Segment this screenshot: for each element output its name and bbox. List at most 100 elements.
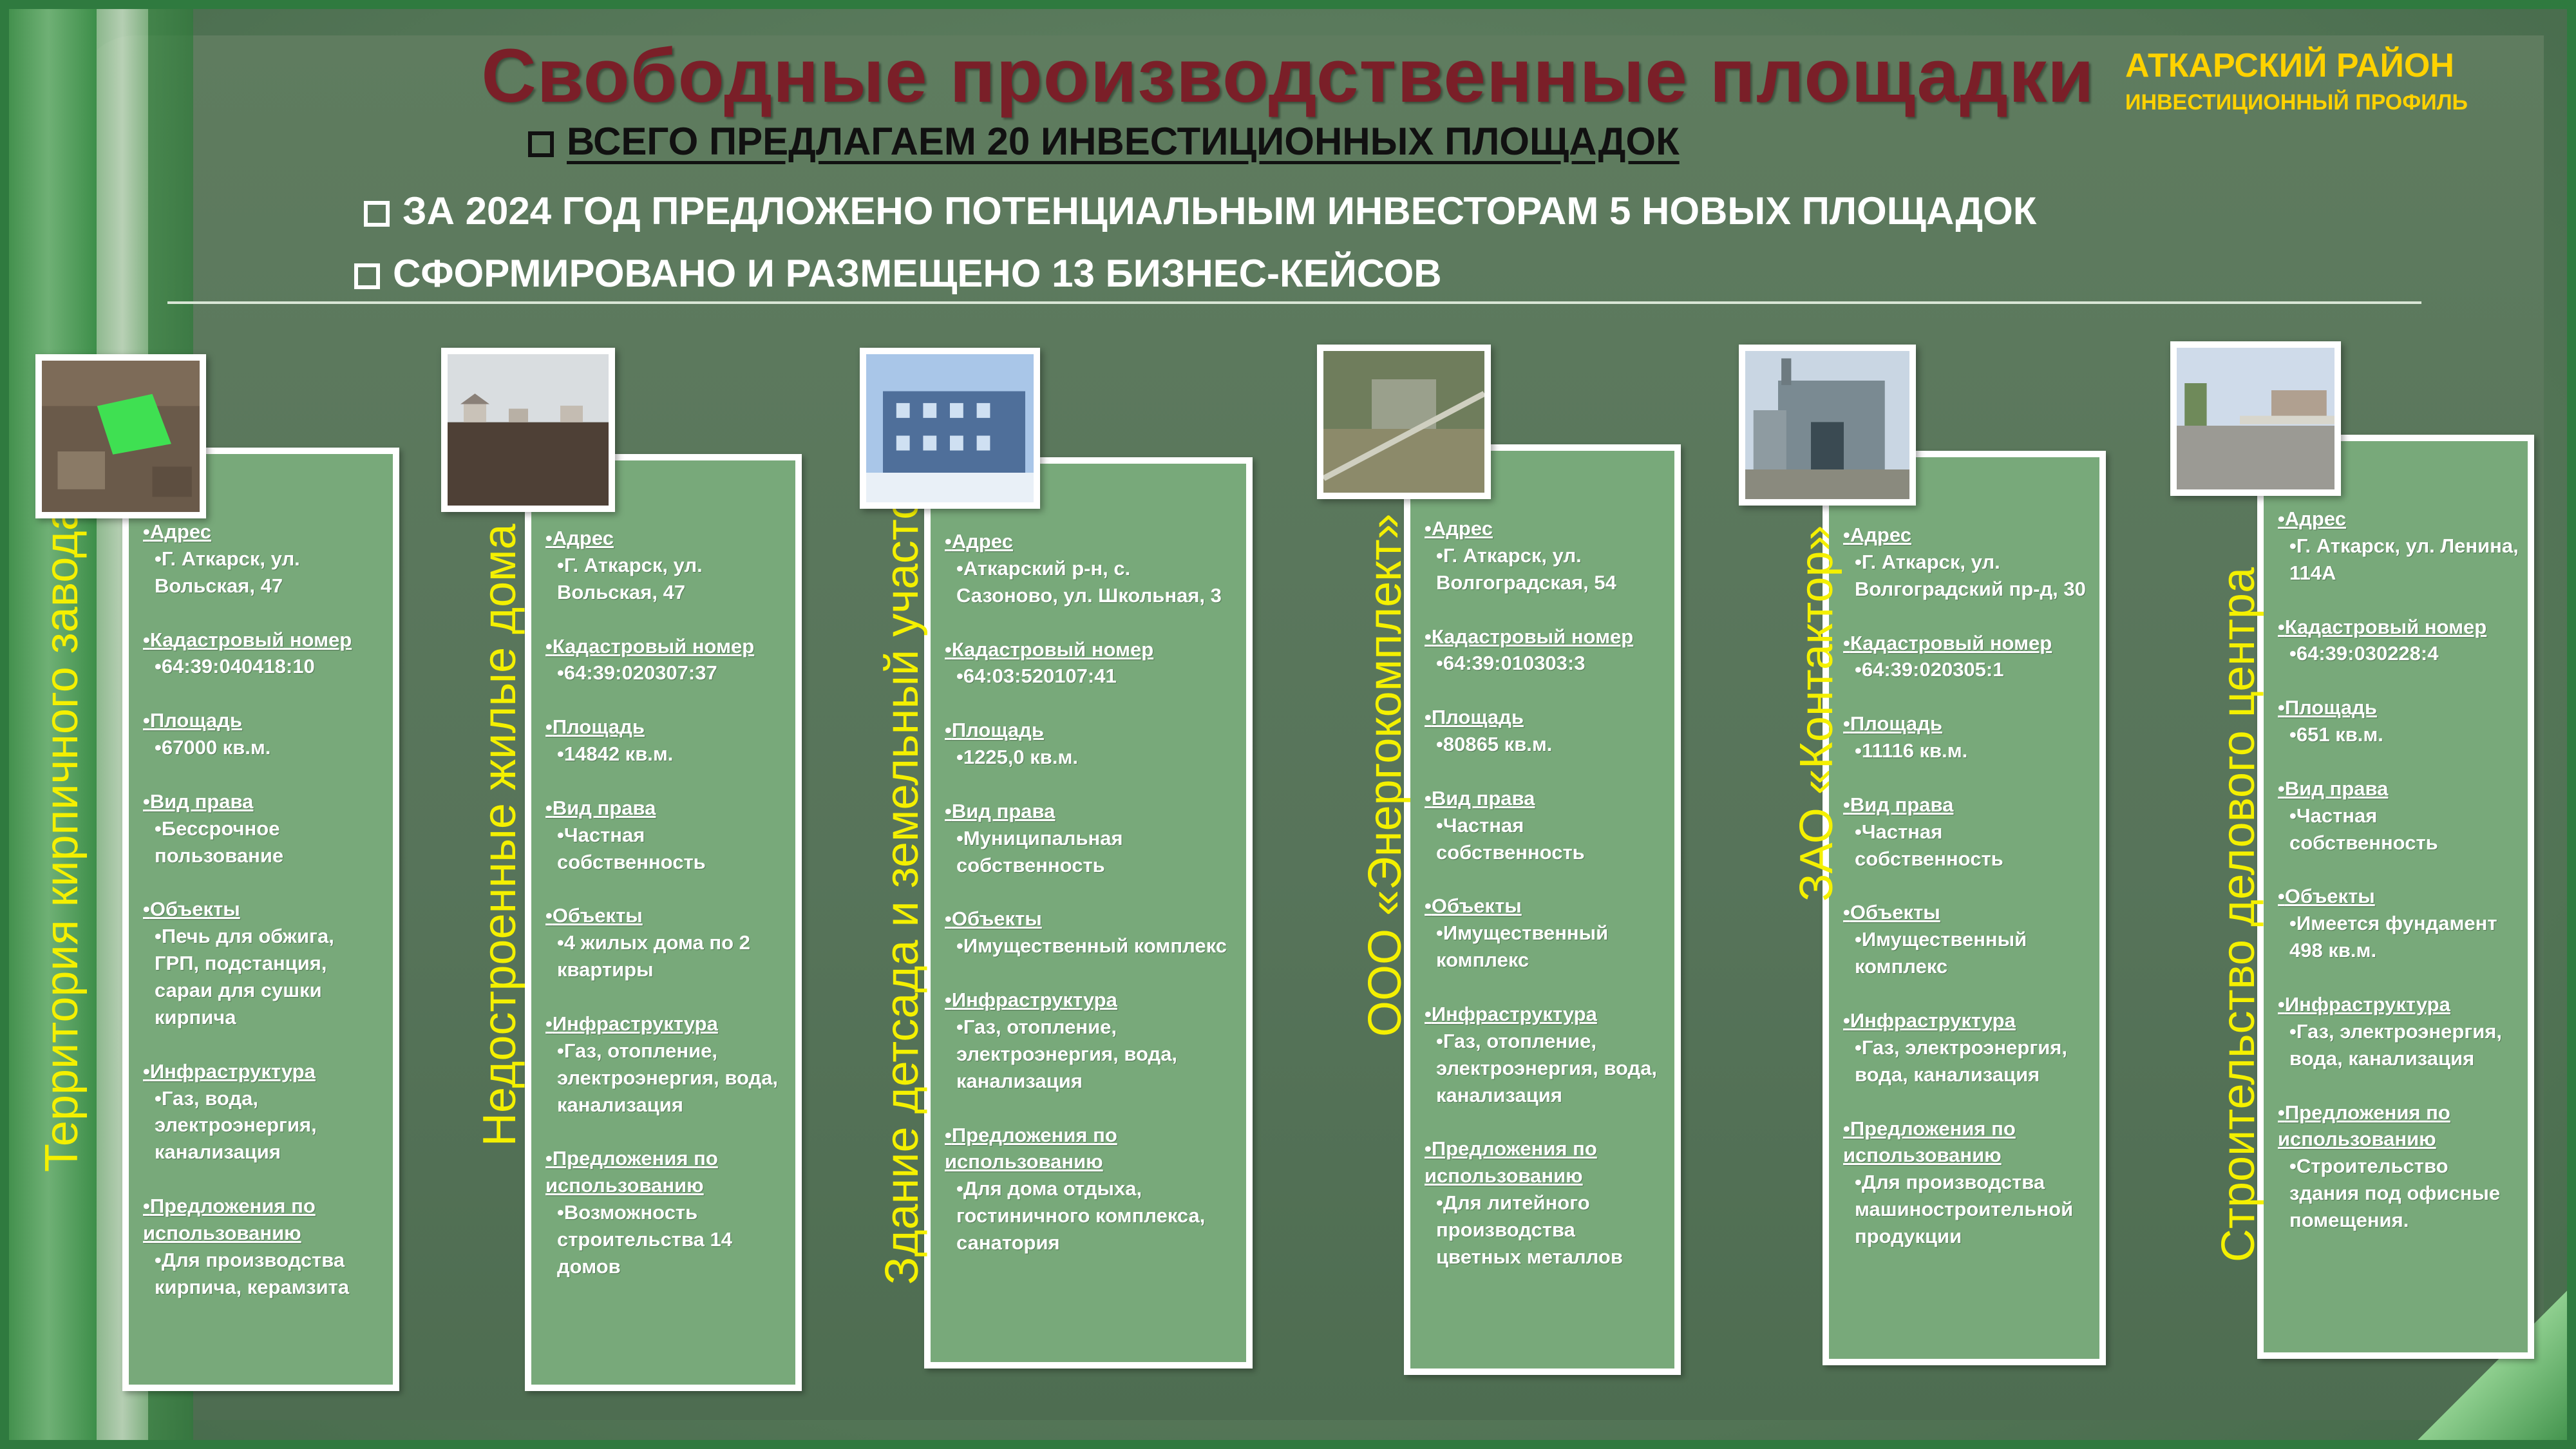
site-field-infra: ИнфраструктураГаз, электроэнергия, вода,…	[2278, 991, 2519, 1072]
field-value: 1225,0 кв.м.	[945, 744, 1237, 771]
site-field-usage: Предложения по использованиюВозможность …	[545, 1145, 786, 1280]
field-value: 651 кв.м.	[2278, 721, 2519, 748]
site-field-address: АдресГ. Аткарск, ул. Ленина, 114А	[2278, 506, 2519, 587]
field-label: Площадь	[1843, 710, 2090, 737]
field-label: Объекты	[2278, 883, 2519, 910]
field-label: Предложения по использованию	[2278, 1099, 2519, 1153]
field-value: Имущественный комплекс	[1843, 926, 2090, 980]
field-label: Адрес	[143, 518, 384, 545]
site-details: АдресГ. Аткарск, ул. Волгоградская, 54 Ка…	[1425, 515, 1665, 1298]
field-value: Имущественный комплекс	[1425, 920, 1665, 974]
site-field-cadastral: Кадастровый номер64:39:010303:3	[1425, 623, 1665, 677]
field-value: 64:03:520107:41	[945, 663, 1237, 690]
field-label: Адрес	[545, 525, 786, 552]
field-label: Кадастровый номер	[2278, 614, 2519, 641]
site-field-address: АдресГ. Аткарск, ул. Вольская, 47	[143, 518, 384, 600]
field-value: 64:39:030228:4	[2278, 640, 2519, 667]
site-field-objects: ОбъектыИмущественный комплекс	[945, 905, 1237, 960]
field-value: 11116 кв.м.	[1843, 737, 2090, 764]
checkbox-icon	[528, 131, 554, 157]
slide-title: Свободные производственные площадки	[481, 33, 2095, 118]
field-value: Газ, электроэнергия, вода, канализация	[2278, 1018, 2519, 1072]
field-label: Адрес	[1425, 515, 1665, 542]
site-photo	[441, 348, 615, 512]
field-value: Частная собственность	[1843, 819, 2090, 873]
site-field-cadastral: Кадастровый номер64:39:030228:4	[2278, 614, 2519, 668]
divider	[167, 301, 2421, 304]
field-label: Объекты	[1425, 893, 1665, 920]
field-label: Адрес	[945, 528, 1237, 555]
field-value: 64:39:010303:3	[1425, 650, 1665, 677]
region-name: АТКАРСКИЙ РАЙОН	[2125, 47, 2454, 84]
site-field-objects: ОбъектыИмущественный комплекс	[1843, 899, 2090, 980]
field-label: Кадастровый номер	[545, 633, 786, 660]
field-value: Г. Аткарск, ул. Ленина, 114А	[2278, 533, 2519, 587]
field-value: 4 жилых дома по 2 квартиры	[545, 929, 786, 983]
site-field-usage: Предложения по использованиюДля литейног…	[1425, 1135, 1665, 1270]
field-label: Вид права	[545, 795, 786, 822]
site-field-area: Площадь14842 кв.м.	[545, 714, 786, 768]
field-value: Г. Аткарск, ул. Волгоградский пр-д, 30	[1843, 549, 2090, 603]
site-field-objects: ОбъектыПечь для обжига, ГРП, подстанция,…	[143, 896, 384, 1030]
site-field-address: АдресГ. Аткарск, ул. Волгоградский пр-д,…	[1843, 522, 2090, 603]
field-value: Газ, отопление, электроэнергия, вода, ка…	[545, 1037, 786, 1119]
field-label: Предложения по использованию	[945, 1122, 1237, 1176]
field-label: Вид права	[2278, 775, 2519, 802]
site-field-cadastral: Кадастровый номер64:39:020307:37	[545, 633, 786, 687]
site-title: ЗАО «Контактор»	[1791, 525, 1842, 902]
site-field-usage: Предложения по использованиюДля дома отд…	[945, 1122, 1237, 1256]
field-label: Площадь	[545, 714, 786, 741]
field-value: Для дома отдыха, гостиничного комплекса,…	[945, 1175, 1237, 1256]
bullet-business-cases: СФОРМИРОВАНО И РАЗМЕЩЕНО 13 БИЗНЕС-КЕЙСО…	[354, 251, 1442, 296]
field-value: Г. Аткарск, ул. Вольская, 47	[143, 545, 384, 600]
site-photo	[860, 348, 1040, 509]
site-field-right: Вид праваЧастная собственность	[1843, 791, 2090, 873]
field-label: Инфраструктура	[143, 1058, 384, 1085]
field-label: Предложения по использованию	[1843, 1115, 2090, 1170]
field-label: Кадастровый номер	[1843, 630, 2090, 657]
site-field-objects: ОбъектыИмущественный комплекс	[1425, 893, 1665, 974]
site-field-right: Вид праваМуниципальная собственность	[945, 798, 1237, 879]
field-value: Газ, отопление, электроэнергия, вода, ка…	[945, 1014, 1237, 1095]
field-label: Объекты	[1843, 899, 2090, 926]
field-value: Для производства кирпича, керамзита	[143, 1247, 384, 1301]
site-title: ООО «Энергокомплект»	[1359, 513, 1411, 1037]
site-field-usage: Предложения по использованиюСтроительств…	[2278, 1099, 2519, 1234]
site-field-area: Площадь1225,0 кв.м.	[945, 717, 1237, 771]
bullet-total: ВСЕГО ПРЕДЛАГАЕМ 20 ИНВЕСТИЦИОННЫХ ПЛОЩА…	[528, 119, 1680, 164]
site-details: АдресГ. Аткарск, ул. Вольская, 47Кадастр…	[143, 518, 384, 1327]
field-label: Инфраструктура	[2278, 991, 2519, 1018]
field-label: Вид права	[1843, 791, 2090, 819]
field-label: Вид права	[143, 788, 384, 815]
site-field-address: АдресГ. Аткарск, ул. Волгоградская, 54	[1425, 515, 1665, 596]
site-field-infra: ИнфраструктураГаз, отопление, электроэне…	[545, 1010, 786, 1118]
site-field-area: Площадь67000 кв.м.	[143, 707, 384, 761]
field-value: Аткарский р-н, с. Сазоново, ул. Школьная…	[945, 555, 1237, 609]
brand-block: АТКАРСКИЙ РАЙОН ИНВЕСТИЦИОННЫЙ ПРОФИЛЬ	[2125, 46, 2468, 115]
site-field-usage: Предложения по использованиюДля производ…	[143, 1193, 384, 1300]
field-label: Предложения по использованию	[545, 1145, 786, 1199]
field-value: Для литейного производства цветных метал…	[1425, 1189, 1665, 1271]
site-field-right: Вид праваЧастная собственность	[1425, 785, 1665, 866]
field-value: Имеется фундамент 498 кв.м.	[2278, 910, 2519, 964]
field-label: Кадастровый номер	[1425, 623, 1665, 650]
site-field-area: Площадь11116 кв.м.	[1843, 710, 2090, 764]
field-value: Строительство здания под офисные помещен…	[2278, 1153, 2519, 1234]
site-details: АдресАткарский р-н, с. Сазоново, ул. Шко…	[945, 528, 1237, 1283]
field-label: Площадь	[945, 717, 1237, 744]
checkbox-icon	[364, 201, 390, 227]
site-title: Недостроенные жилые дома	[474, 524, 526, 1146]
site-photo	[2170, 341, 2341, 496]
site-field-address: АдресАткарский р-н, с. Сазоново, ул. Шко…	[945, 528, 1237, 609]
field-label: Объекты	[945, 905, 1237, 933]
field-value: Для производства машиностроительной прод…	[1843, 1169, 2090, 1250]
site-field-right: Вид праваБессрочное пользование	[143, 788, 384, 869]
site-title: Территория кирпичного завода	[36, 505, 88, 1172]
field-label: Вид права	[945, 798, 1237, 825]
site-card: АдресГ. Аткарск, ул. Волгоградский пр-д,…	[1823, 451, 2106, 1365]
field-value: 67000 кв.м.	[143, 734, 384, 761]
site-field-right: Вид праваЧастная собственность	[2278, 775, 2519, 857]
field-value: Газ, электроэнергия, вода, канализация	[1843, 1034, 2090, 1088]
